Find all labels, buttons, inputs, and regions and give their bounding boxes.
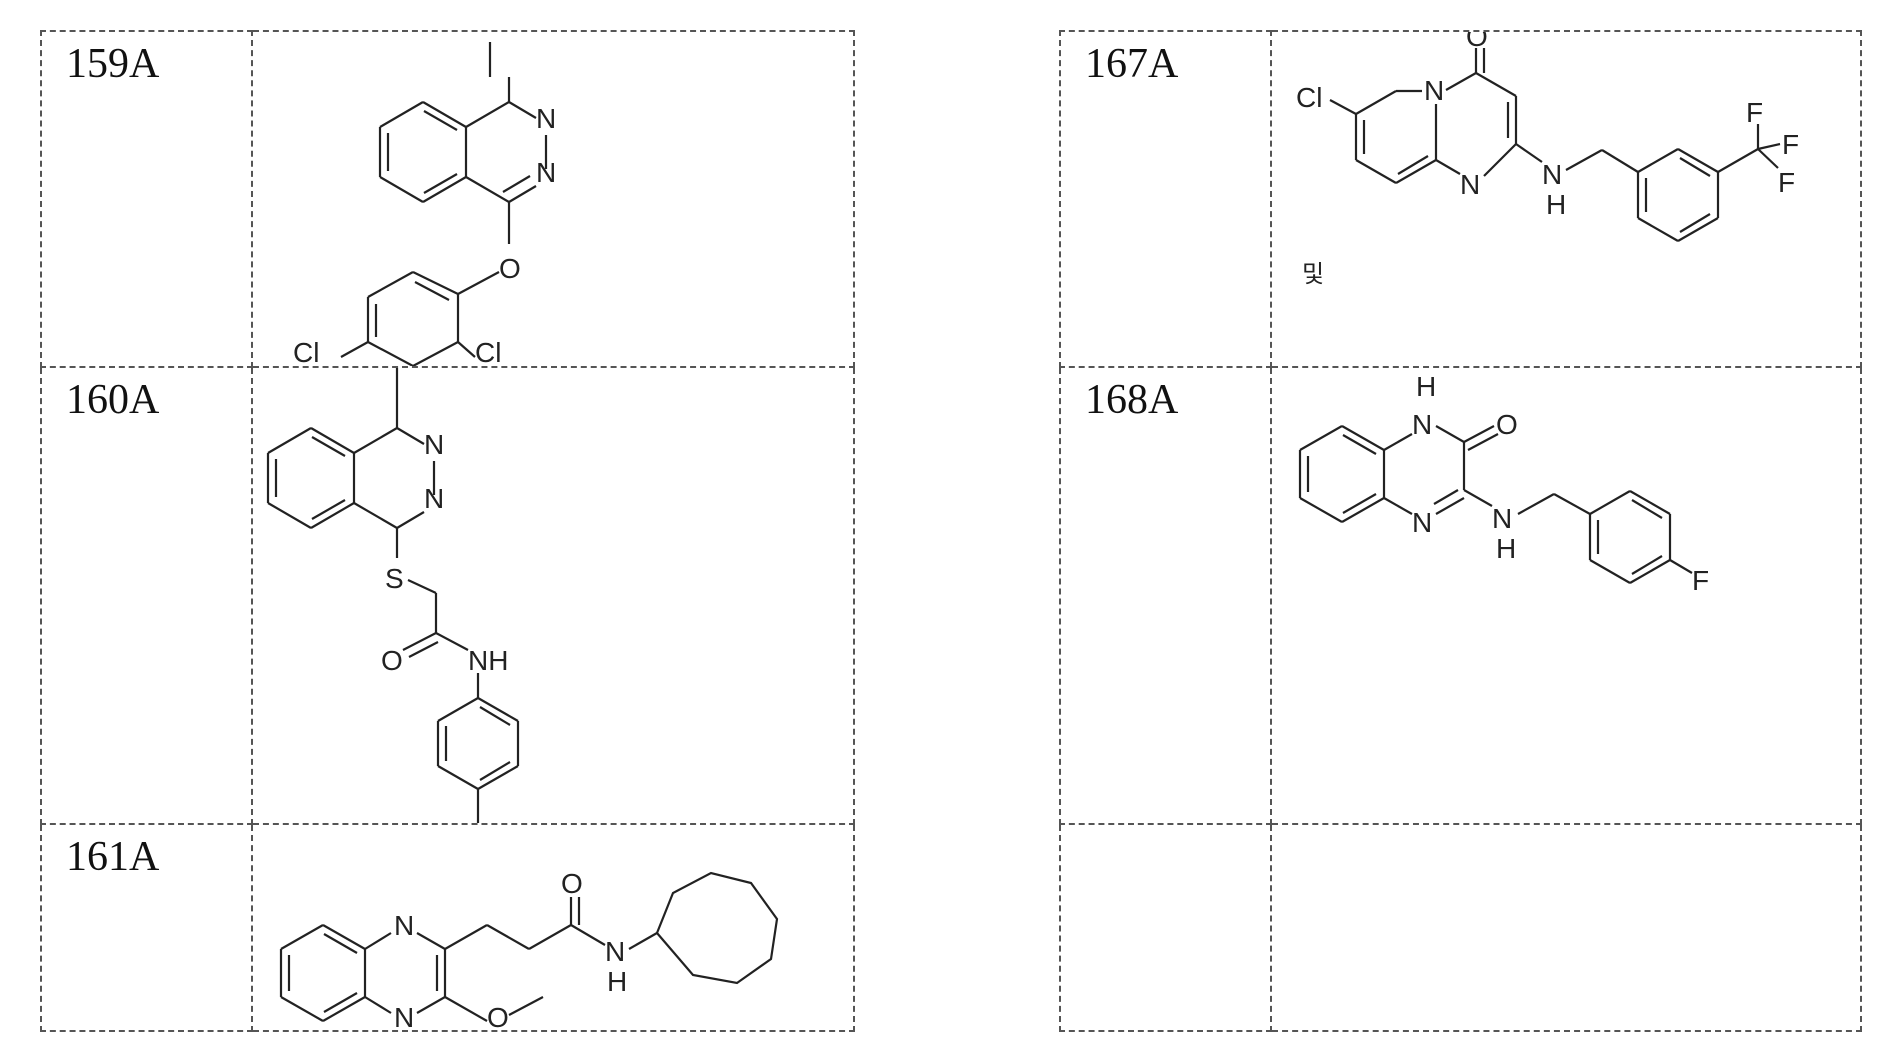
chemical-structure-159A: N N O Cl Cl bbox=[253, 32, 853, 366]
structure-cell: Cl N O N bbox=[1271, 31, 1861, 367]
atom-label: NH bbox=[468, 645, 508, 676]
atom-label: F bbox=[1778, 167, 1795, 198]
chemical-structure-160A: N N S O NH bbox=[253, 368, 853, 823]
atom-label: N bbox=[1412, 507, 1432, 538]
atom-label: O bbox=[561, 868, 583, 899]
compound-id-cell: 160A bbox=[41, 367, 252, 824]
compound-id-cell bbox=[1060, 824, 1271, 1031]
atom-label: F bbox=[1782, 129, 1799, 160]
atom-label: N bbox=[1424, 75, 1444, 106]
atom-label: Cl bbox=[1296, 82, 1322, 113]
atom-label: O bbox=[1466, 32, 1488, 52]
atom-label: N bbox=[536, 103, 556, 134]
atom-label: F bbox=[1692, 565, 1709, 596]
atom-label: N bbox=[424, 429, 444, 460]
structure-cell: N N O O N H bbox=[252, 824, 854, 1031]
compound-id-cell: 159A bbox=[41, 31, 252, 367]
atom-label: N bbox=[1492, 503, 1512, 534]
compound-id: 160A bbox=[66, 376, 159, 424]
table-row bbox=[1060, 824, 1861, 1031]
compound-id: 161A bbox=[66, 833, 159, 881]
table-row: 160A N bbox=[41, 367, 854, 824]
compound-table-left: 159A bbox=[40, 30, 855, 1032]
atom-label: O bbox=[1496, 409, 1518, 440]
atom-label: N bbox=[1412, 409, 1432, 440]
atom-label: O bbox=[487, 1002, 509, 1030]
compound-id: 168A bbox=[1085, 376, 1178, 424]
chemical-structure-168A: H N O N N H bbox=[1272, 368, 1860, 823]
compound-id-cell: 168A bbox=[1060, 367, 1271, 824]
structure-cell: N N S O NH bbox=[252, 367, 854, 824]
structure-cell: H N O N N H bbox=[1271, 367, 1861, 824]
atom-label: N bbox=[424, 483, 444, 514]
compound-id-cell: 161A bbox=[41, 824, 252, 1031]
atom-label: N bbox=[605, 936, 625, 967]
structure-cell: N N O Cl Cl bbox=[252, 31, 854, 367]
atom-label: N bbox=[1460, 169, 1480, 200]
table-row: 168A H N O bbox=[1060, 367, 1861, 824]
table-row: 159A bbox=[41, 31, 854, 367]
atom-label: Cl bbox=[475, 337, 501, 366]
table-row: 161A N N bbox=[41, 824, 854, 1031]
atom-label: S bbox=[385, 563, 404, 594]
atom-label: N bbox=[394, 1002, 414, 1030]
atom-label: O bbox=[499, 253, 521, 284]
atom-label: N bbox=[1542, 159, 1562, 190]
atom-label: H bbox=[607, 966, 627, 997]
atom-label: O bbox=[381, 645, 403, 676]
chemical-structure-161A: N N O O N H bbox=[253, 825, 853, 1030]
atom-label: H bbox=[1496, 533, 1516, 564]
compound-table-right: 167A Cl N O bbox=[1059, 30, 1862, 1032]
atom-label: N bbox=[536, 157, 556, 188]
compound-id: 167A bbox=[1085, 40, 1178, 88]
conjunction-note: 및 bbox=[1302, 261, 1324, 288]
chemical-structure-167A: Cl N O N bbox=[1272, 32, 1860, 366]
structure-cell bbox=[1271, 824, 1861, 1031]
table-row: 167A Cl N O bbox=[1060, 31, 1861, 367]
atom-label: Cl bbox=[293, 337, 319, 366]
compound-id-cell: 167A bbox=[1060, 31, 1271, 367]
atom-label: N bbox=[394, 910, 414, 941]
compound-id: 159A bbox=[66, 40, 159, 88]
atom-label: H bbox=[1416, 371, 1436, 402]
atom-label: H bbox=[1546, 189, 1566, 220]
atom-label: F bbox=[1746, 97, 1763, 128]
